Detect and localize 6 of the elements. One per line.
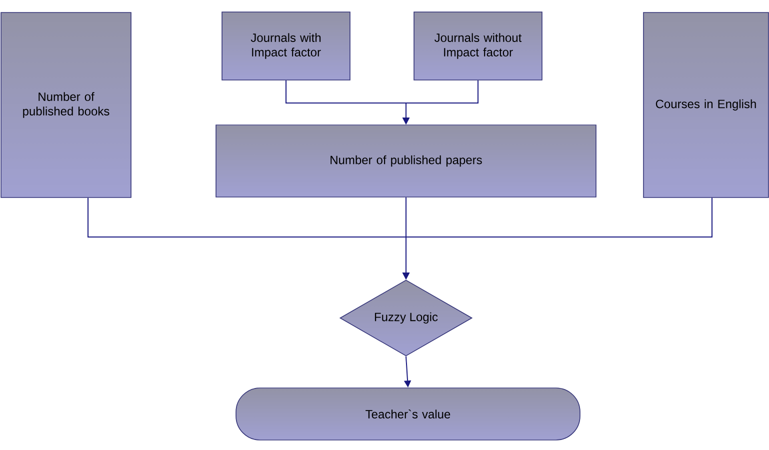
- terminal-box: Teacher`s value: [236, 388, 580, 440]
- process-box: Number of published papers: [216, 124, 596, 198]
- process-box: Journals with Impact factor: [222, 12, 350, 80]
- process-box: Courses in English: [643, 12, 769, 198]
- process-box: Number of published books: [0, 12, 132, 198]
- process-box: Journals without Impact factor: [414, 12, 542, 80]
